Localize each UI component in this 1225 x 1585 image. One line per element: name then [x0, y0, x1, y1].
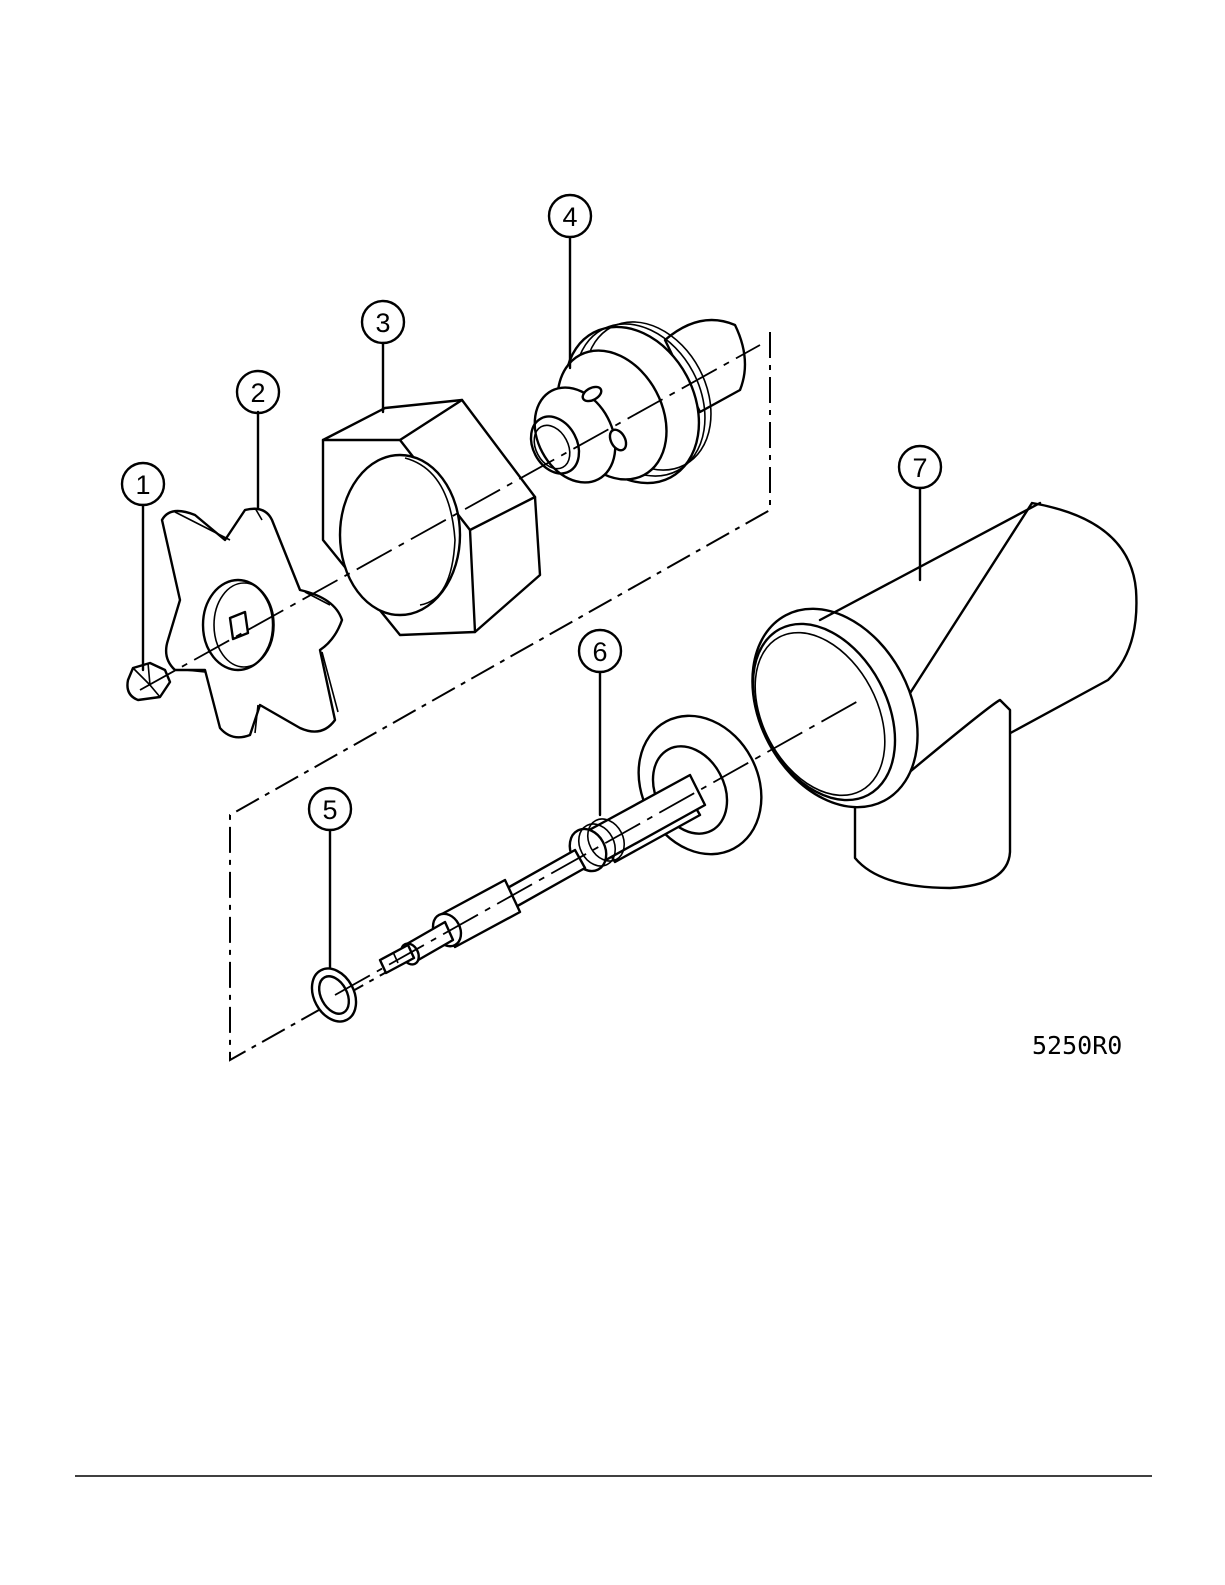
- svg-text:6: 6: [592, 637, 607, 667]
- part-4-bonnet: [519, 300, 745, 507]
- callout-5: 5: [309, 788, 351, 830]
- part-3-hex-nut: [323, 400, 540, 635]
- lower-assembly-axis: [335, 700, 860, 995]
- svg-text:5: 5: [322, 795, 337, 825]
- callout-4: 4: [549, 195, 591, 237]
- part-5-washer: [303, 961, 365, 1029]
- svg-text:2: 2: [250, 378, 265, 408]
- svg-text:3: 3: [375, 308, 390, 338]
- callout-6: 6: [579, 630, 621, 672]
- part-2-star-handle: [162, 508, 342, 737]
- svg-text:4: 4: [562, 202, 577, 232]
- part-6-stem: [380, 694, 785, 973]
- drawing-code: 5250R0: [1032, 1031, 1122, 1060]
- callout-3: 3: [362, 301, 404, 343]
- callout-2: 2: [237, 371, 279, 413]
- callout-7: 7: [899, 446, 941, 488]
- svg-text:1: 1: [135, 470, 150, 500]
- part-7-tee-body: [719, 503, 1136, 888]
- callout-1: 1: [122, 463, 164, 505]
- part-1-cap-nut: [127, 663, 170, 700]
- svg-text:7: 7: [912, 453, 927, 483]
